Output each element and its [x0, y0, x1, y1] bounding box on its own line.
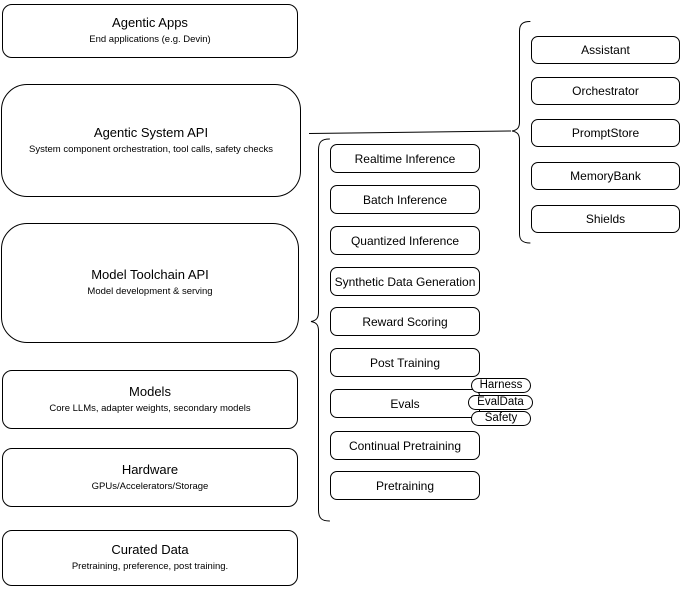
- node-models: Models Core LLMs, adapter weights, secon…: [2, 370, 298, 429]
- component-assistant: Assistant: [531, 36, 680, 64]
- service-batch-inference: Batch Inference: [330, 185, 480, 214]
- service-quantized-inference: Quantized Inference: [330, 226, 480, 255]
- service-pretraining: Pretraining: [330, 471, 480, 500]
- system-api-to-components-line: [308, 130, 512, 134]
- service-evals: Evals: [330, 389, 480, 418]
- eval-tag-safety: Safety: [471, 411, 531, 426]
- component-memorybank: MemoryBank: [531, 162, 680, 190]
- service-reward-scoring: Reward Scoring: [330, 307, 480, 336]
- node-model-toolchain-api: Model Toolchain API Model development & …: [1, 223, 299, 343]
- eval-tag-evaldata: EvalData: [468, 395, 533, 410]
- service-synthetic-data-generation: Synthetic Data Generation: [330, 267, 480, 296]
- toolchain-services-brace: [310, 138, 330, 522]
- node-subtitle: GPUs/Accelerators/Storage: [91, 480, 209, 492]
- node-subtitle: Model development & serving: [87, 286, 213, 298]
- node-title: Hardware: [121, 461, 179, 477]
- node-subtitle: Pretraining, preference, post training.: [71, 561, 229, 573]
- component-promptstore: PromptStore: [531, 119, 680, 147]
- node-title: Models: [129, 383, 171, 399]
- service-continual-pretraining: Continual Pretraining: [330, 431, 480, 460]
- system-components-brace: [511, 21, 531, 244]
- node-title: Model Toolchain API: [91, 267, 209, 283]
- node-hardware: Hardware GPUs/Accelerators/Storage: [2, 448, 298, 507]
- node-agentic-apps: Agentic Apps End applications (e.g. Devi…: [2, 4, 298, 58]
- node-subtitle: End applications (e.g. Devin): [89, 34, 211, 46]
- node-title: Agentic Apps: [112, 15, 188, 31]
- component-shields: Shields: [531, 205, 680, 233]
- node-subtitle: System component orchestration, tool cal…: [29, 143, 273, 155]
- service-post-training: Post Training: [330, 348, 480, 377]
- component-orchestrator: Orchestrator: [531, 77, 680, 105]
- service-realtime-inference: Realtime Inference: [330, 144, 480, 173]
- node-title: Agentic System API: [93, 124, 209, 140]
- node-agentic-system-api: Agentic System API System component orch…: [1, 84, 301, 197]
- node-curated-data: Curated Data Pretraining, preference, po…: [2, 530, 298, 586]
- node-subtitle: Core LLMs, adapter weights, secondary mo…: [49, 402, 251, 414]
- node-title: Curated Data: [111, 542, 189, 558]
- eval-tag-harness: Harness: [471, 378, 531, 393]
